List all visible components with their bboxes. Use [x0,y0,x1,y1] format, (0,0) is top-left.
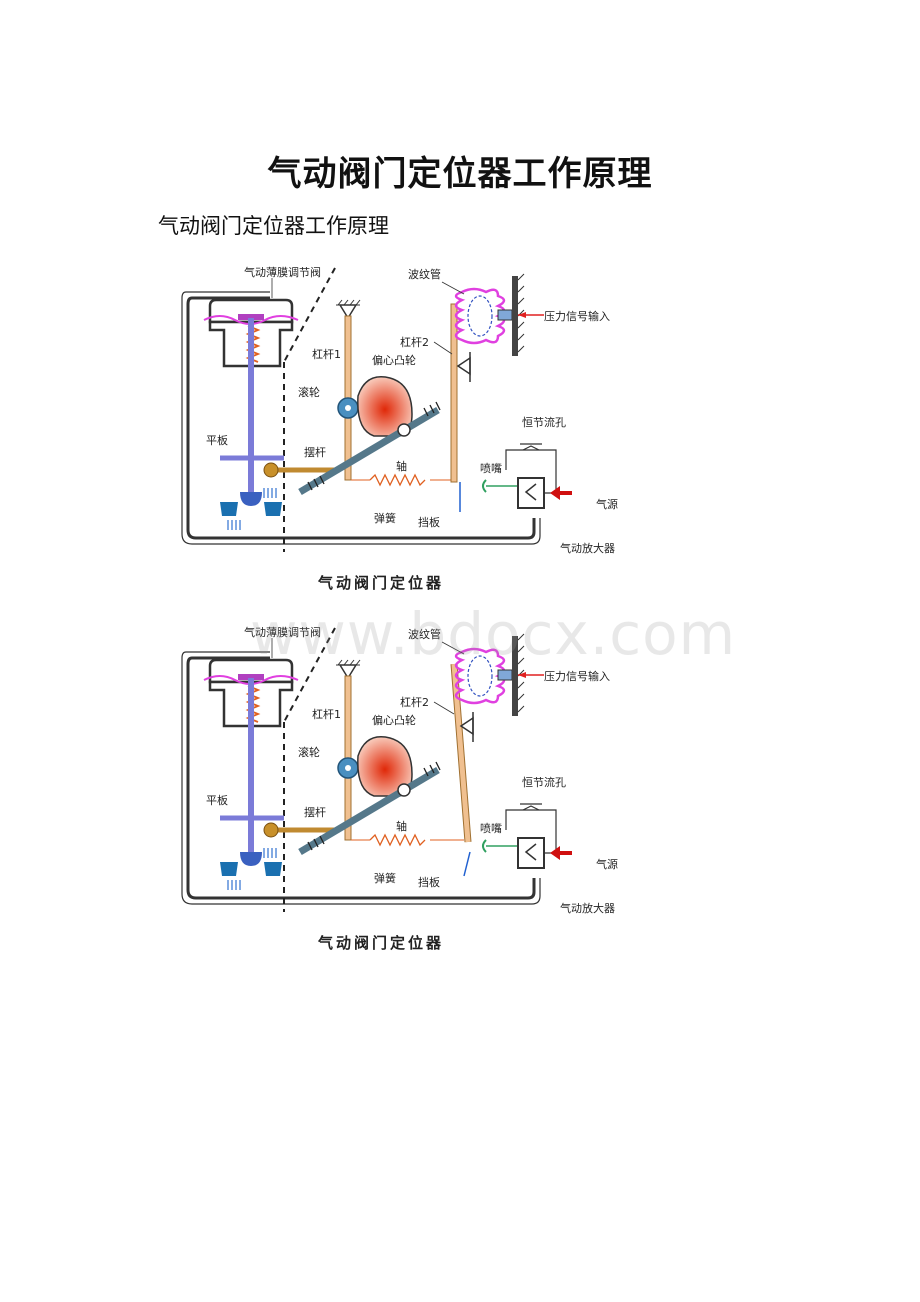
label-lever-2: 杠杆2 [400,695,429,709]
label-orifice: 恒节流孔 [522,775,566,789]
figure-caption: 气动阀门定位器 [317,574,444,592]
label-flat-plate: 平板 [206,793,228,807]
label-swing-rod: 摆杆 [304,445,326,459]
document-subtitle: 气动阀门定位器工作原理 [158,214,389,238]
label-lever-1: 杠杆1 [312,347,341,361]
label-lever-2: 杠杆2 [400,335,429,349]
bellows [454,287,506,345]
label-spring: 弹簧 [374,511,396,525]
label-swing-rod: 摆杆 [304,805,326,819]
label-pressure-input: 压力信号输入 [544,309,610,323]
label-valve: 气动薄膜调节阀 [244,625,321,639]
label-valve: 气动薄膜调节阀 [244,265,321,279]
label-cam: 偏心凸轮 [372,353,416,367]
document-title: 气动阀门定位器工作原理 [267,154,653,194]
label-roller: 滚轮 [298,745,320,759]
label-spring: 弹簧 [374,871,396,885]
spring [369,473,426,487]
figure-caption: 气动阀门定位器 [317,934,444,952]
label-bellows: 波纹管 [408,627,441,641]
label-lever-1: 杠杆1 [312,707,341,721]
label-baffle: 挡板 [418,515,440,529]
positioner-diagram-2: 气动薄膜调节阀 波纹管 压力信号输入 杠杆1 杠杆2 偏心凸轮 滚轮 平板 摆杆… [180,620,640,960]
positioner-diagram-1: 气动薄膜调节阀 波纹管 压力信号输入 杠杆1 杠杆2 偏心凸轮 滚轮 平板 摆杆… [180,260,640,600]
diagram-svg: 气动薄膜调节阀 波纹管 压力信号输入 杠杆1 杠杆2 偏心凸轮 滚轮 平板 摆杆… [181,625,618,952]
fixed-orifice [520,443,542,451]
label-baffle: 挡板 [418,875,440,889]
label-orifice: 恒节流孔 [522,415,566,429]
eccentric-cam [357,376,413,437]
label-shaft: 轴 [396,459,407,473]
air-pipe [186,296,536,540]
valve-stem [248,318,254,492]
label-amplifier: 气动放大器 [560,901,615,915]
nozzle [482,479,487,493]
diagram-svg: 气动薄膜调节阀 波纹管 压力信号输入 杠杆1 杠杆2 偏心凸轮 滚轮 平板 摆杆… [181,265,618,592]
shaft [298,406,440,496]
label-shaft: 轴 [396,819,407,833]
label-nozzle: 喷嘴 [480,822,502,835]
label-flat-plate: 平板 [206,433,228,447]
label-bellows: 波纹管 [408,267,441,281]
lever-2 [450,303,458,483]
label-air-source: 气源 [596,497,618,511]
watermark: www.bdocx.com [250,600,737,668]
pneumatic-amplifier [517,477,545,509]
label-pressure-input: 压力信号输入 [544,669,610,683]
label-cam: 偏心凸轮 [372,713,416,727]
label-air-source: 气源 [596,857,618,871]
label-roller: 滚轮 [298,385,320,399]
label-nozzle: 喷嘴 [480,462,502,475]
label-amplifier: 气动放大器 [560,541,615,555]
